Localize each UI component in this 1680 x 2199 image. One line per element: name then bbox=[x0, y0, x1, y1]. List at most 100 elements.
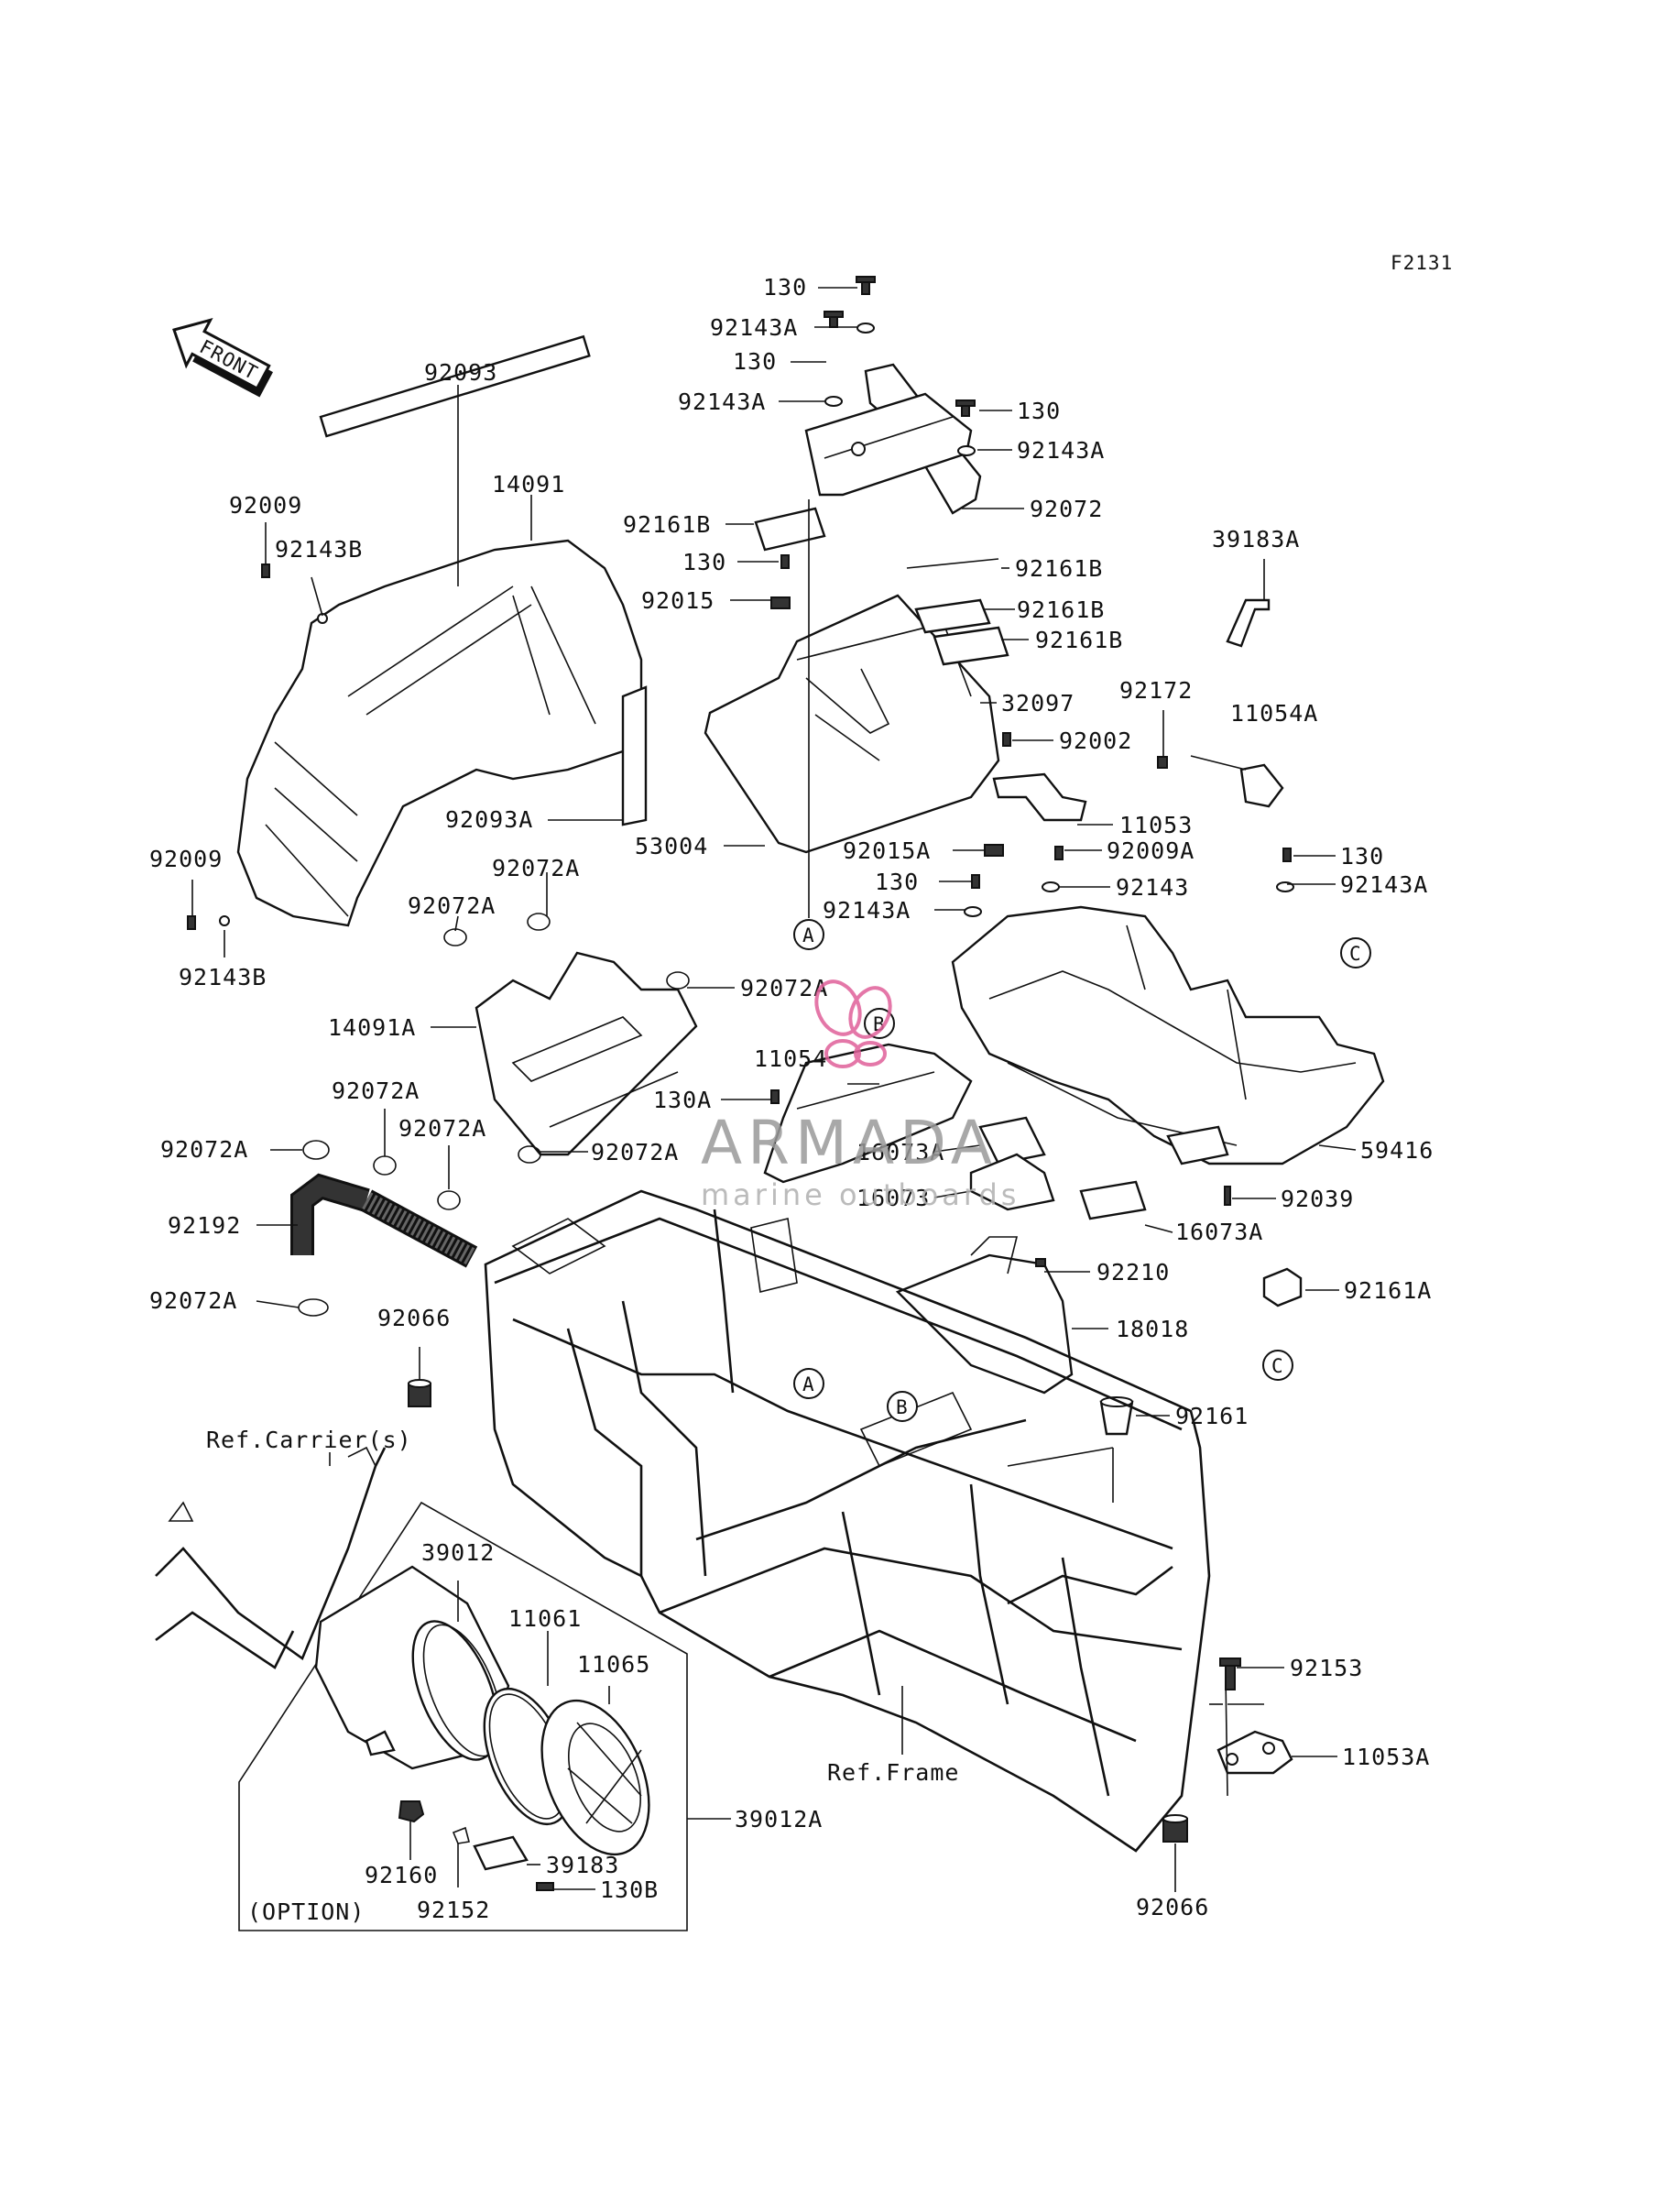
label-92093A: 92093A bbox=[445, 806, 533, 833]
label-92072A: 92072A bbox=[492, 855, 580, 881]
label-92093: 92093 bbox=[424, 359, 497, 386]
pad-59416-end bbox=[1166, 1125, 1229, 1165]
label-92015A: 92015A bbox=[843, 837, 931, 864]
page-code: F2131 bbox=[1391, 252, 1453, 274]
label-92072A: 92072A bbox=[591, 1139, 679, 1165]
cover-14091A bbox=[475, 951, 698, 1156]
label-92072A: 92072A bbox=[398, 1115, 486, 1142]
label-92009: 92009 bbox=[149, 846, 223, 872]
label-14091: 14091 bbox=[492, 471, 565, 498]
label-92143A: 92143A bbox=[1017, 437, 1105, 464]
bolt-130A bbox=[770, 1089, 780, 1104]
bolt-130-6 bbox=[971, 874, 980, 889]
bushing-92066-2 bbox=[1162, 1814, 1188, 1843]
label-92009: 92009 bbox=[229, 492, 302, 519]
svg-text:C: C bbox=[1271, 1355, 1284, 1377]
fender-14091 bbox=[236, 334, 643, 927]
callout-c-top: C bbox=[1340, 937, 1371, 968]
pad-92161B-4 bbox=[933, 626, 1009, 666]
label-130A: 130A bbox=[653, 1087, 712, 1113]
hose-92192 bbox=[290, 1173, 478, 1268]
label-130: 130 bbox=[733, 348, 777, 375]
label-130: 130 bbox=[1017, 398, 1061, 424]
bracket-11053A bbox=[1216, 1730, 1293, 1775]
label-11054: 11054 bbox=[754, 1045, 827, 1072]
label-11053A: 11053A bbox=[1342, 1744, 1430, 1770]
bolt-92039 bbox=[1224, 1186, 1231, 1206]
callout-c-bottom: C bbox=[1262, 1350, 1293, 1381]
bar-92093A bbox=[621, 685, 648, 826]
callout-a-top: A bbox=[793, 919, 824, 950]
label-92002: 92002 bbox=[1059, 728, 1132, 754]
washer-92143A-3 bbox=[957, 445, 976, 456]
label-92161: 92161 bbox=[1175, 1403, 1249, 1429]
svg-text:A: A bbox=[802, 924, 815, 946]
bracket-11053 bbox=[992, 772, 1087, 822]
label-92066: 92066 bbox=[1136, 1894, 1209, 1920]
bracket-92072 bbox=[804, 363, 982, 515]
label-11065: 11065 bbox=[577, 1651, 650, 1678]
bracket-11054 bbox=[763, 1043, 973, 1184]
label-11053: 11053 bbox=[1119, 812, 1193, 838]
label-39183A: 39183A bbox=[1212, 526, 1300, 552]
label-92072A: 92072A bbox=[149, 1287, 237, 1314]
bolt-130-top bbox=[856, 276, 876, 295]
label-11054A: 11054A bbox=[1230, 700, 1318, 727]
label-39012: 39012 bbox=[421, 1539, 495, 1566]
svg-text:C: C bbox=[1349, 943, 1362, 965]
label-92066: 92066 bbox=[377, 1305, 451, 1331]
pad-92161B-2 bbox=[906, 558, 999, 569]
label-92072: 92072 bbox=[1030, 496, 1103, 522]
label-130: 130 bbox=[682, 549, 726, 575]
label-92143: 92143 bbox=[1116, 874, 1189, 901]
armada-butterfly-logo-icon bbox=[814, 979, 892, 1068]
spacer-16073A-1 bbox=[978, 1116, 1046, 1165]
label-92039: 92039 bbox=[1281, 1186, 1354, 1212]
carrier-ref bbox=[155, 1446, 387, 1669]
washer-92143 bbox=[1042, 881, 1060, 892]
label-92161A: 92161A bbox=[1344, 1277, 1432, 1304]
option-box bbox=[238, 1501, 688, 1931]
label-92143A: 92143A bbox=[1340, 871, 1428, 898]
bolt-92009-2 bbox=[187, 915, 196, 930]
label-option: (OPTION) bbox=[247, 1898, 365, 1925]
label-130B: 130B bbox=[600, 1876, 659, 1903]
label-92143A: 92143A bbox=[678, 388, 766, 415]
label-18018: 18018 bbox=[1116, 1316, 1189, 1342]
label-92072A: 92072A bbox=[160, 1136, 248, 1163]
label-130: 130 bbox=[763, 274, 807, 301]
nut-92015 bbox=[770, 596, 791, 609]
callout-b-bottom: B bbox=[887, 1391, 918, 1422]
label-16073: 16073 bbox=[856, 1185, 930, 1211]
label-92161B: 92161B bbox=[623, 511, 711, 538]
clamp-92072A-group bbox=[298, 913, 690, 1317]
label-92072A: 92072A bbox=[408, 892, 496, 919]
plate-18018 bbox=[895, 1236, 1074, 1395]
canister-39012 bbox=[314, 1565, 510, 1770]
part-labels: 130 92143A 130 92143A 130 92143A 92072 9… bbox=[149, 274, 1433, 1925]
label-92172: 92172 bbox=[1119, 677, 1193, 704]
label-16073A: 16073A bbox=[856, 1139, 944, 1165]
clip-92210 bbox=[1035, 1258, 1046, 1267]
bolt-92172 bbox=[1157, 756, 1168, 769]
grommet-92161 bbox=[1099, 1396, 1134, 1436]
spacer-16073A-2 bbox=[1079, 1180, 1147, 1220]
label-92152: 92152 bbox=[417, 1897, 490, 1923]
bracket-11054A bbox=[1239, 763, 1284, 808]
clip-92152 bbox=[452, 1826, 470, 1844]
label-92143A: 92143A bbox=[710, 314, 798, 341]
label-130: 130 bbox=[875, 869, 919, 895]
label-92160: 92160 bbox=[365, 1862, 438, 1888]
label-39183: 39183 bbox=[546, 1852, 619, 1878]
label-92015: 92015 bbox=[641, 587, 715, 614]
bolt-130-2 bbox=[824, 311, 844, 328]
watermark-brand: ARMADA bbox=[701, 1108, 998, 1178]
bolt-130B bbox=[536, 1882, 554, 1891]
cap-11065 bbox=[540, 1699, 650, 1856]
watermark-tagline: marine outboards bbox=[701, 1177, 1020, 1212]
bracket-39183 bbox=[473, 1835, 529, 1871]
callout-a-bottom: A bbox=[793, 1368, 824, 1399]
label-92072A: 92072A bbox=[740, 975, 828, 1001]
label-39012A: 39012A bbox=[735, 1806, 823, 1832]
bolt-92009A bbox=[1054, 846, 1064, 860]
